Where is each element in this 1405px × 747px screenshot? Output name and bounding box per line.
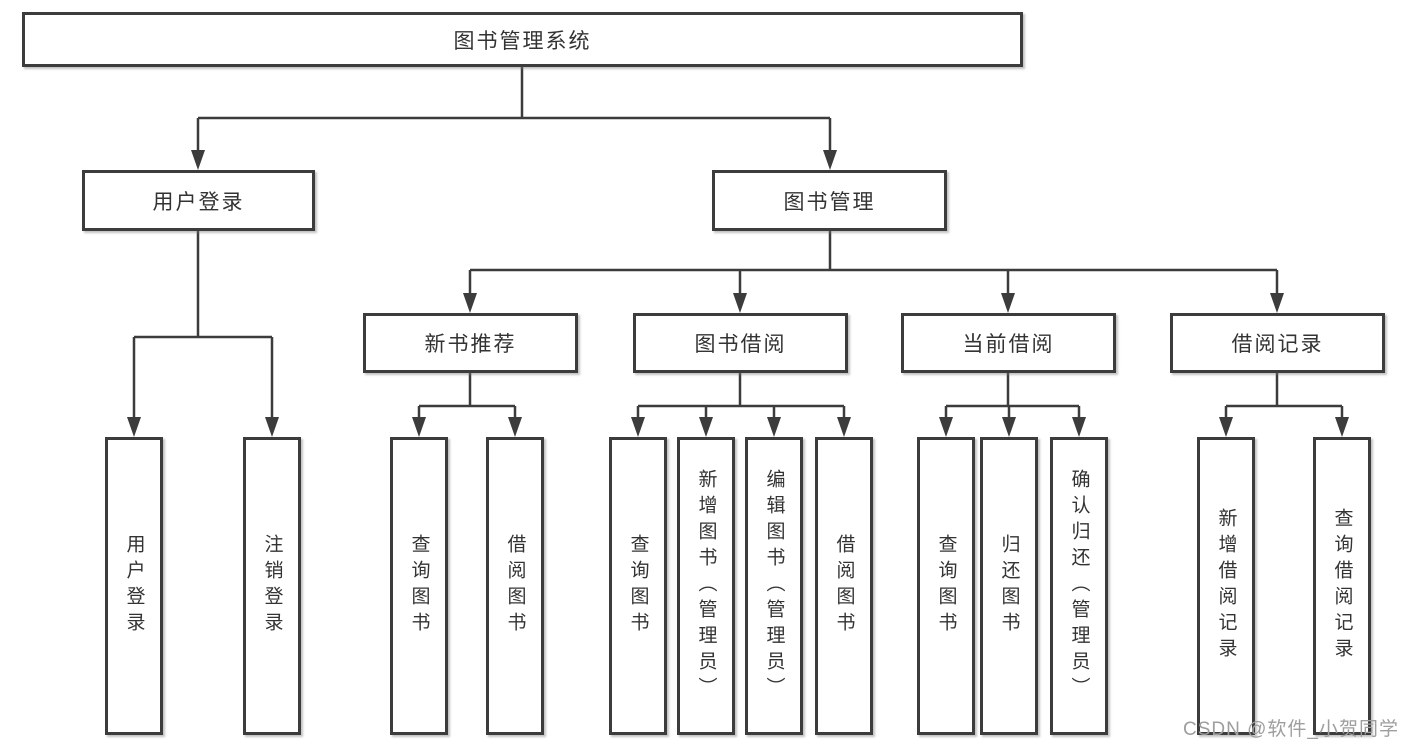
node-query-books-recommend: 查询图书 xyxy=(390,437,448,735)
node-label: 借阅记录 xyxy=(1231,333,1324,356)
node-label: 确认归还（管理员） xyxy=(1068,469,1090,703)
node-label: 查询图书 xyxy=(935,534,957,638)
node-book-borrow: 图书借阅 xyxy=(633,313,848,373)
node-add-books-admin: 新增图书（管理员） xyxy=(677,437,735,735)
node-label: 查询图书 xyxy=(627,534,649,638)
node-borrow-records: 借阅记录 xyxy=(1170,313,1385,373)
node-edit-books-admin: 编辑图书（管理员） xyxy=(745,437,803,735)
node-user-login: 用户登录 xyxy=(105,437,163,735)
node-query-borrow-record: 查询借阅记录 xyxy=(1313,437,1371,735)
node-label: 图书管理系统 xyxy=(453,29,592,53)
node-label: 归还图书 xyxy=(998,534,1020,638)
node-label: 图书管理 xyxy=(783,190,876,214)
node-borrow-books: 借阅图书 xyxy=(815,437,873,735)
node-book-management: 图书管理 xyxy=(712,170,947,231)
node-label: 图书借阅 xyxy=(694,333,787,356)
node-label: 借阅图书 xyxy=(504,534,526,638)
csdn-watermark: CSDN @软件_小贺同学 xyxy=(1183,719,1399,740)
node-confirm-return-admin: 确认归还（管理员） xyxy=(1050,437,1108,735)
node-label: 编辑图书（管理员） xyxy=(763,469,785,703)
node-user-login-group: 用户登录 xyxy=(82,170,315,231)
node-current-borrow: 当前借阅 xyxy=(901,313,1116,373)
node-borrow-books-recommend: 借阅图书 xyxy=(486,437,544,735)
node-query-books-current: 查询图书 xyxy=(917,437,975,735)
node-label: 借阅图书 xyxy=(833,534,855,638)
node-label: 新书推荐 xyxy=(424,333,517,356)
node-label: 用户登录 xyxy=(123,534,145,638)
node-label: 用户登录 xyxy=(152,190,245,214)
node-label: 查询借阅记录 xyxy=(1331,508,1353,664)
node-logout: 注销登录 xyxy=(243,437,301,735)
node-add-borrow-record: 新增借阅记录 xyxy=(1197,437,1255,735)
node-label: 新增图书（管理员） xyxy=(695,469,717,703)
node-query-books-borrow: 查询图书 xyxy=(609,437,667,735)
node-label: 当前借阅 xyxy=(962,333,1055,356)
node-new-book-recommend: 新书推荐 xyxy=(363,313,578,373)
node-label: 新增借阅记录 xyxy=(1215,508,1237,664)
node-root-system: 图书管理系统 xyxy=(22,12,1023,67)
node-label: 查询图书 xyxy=(408,534,430,638)
node-return-books: 归还图书 xyxy=(980,437,1038,735)
node-label: 注销登录 xyxy=(261,534,283,638)
